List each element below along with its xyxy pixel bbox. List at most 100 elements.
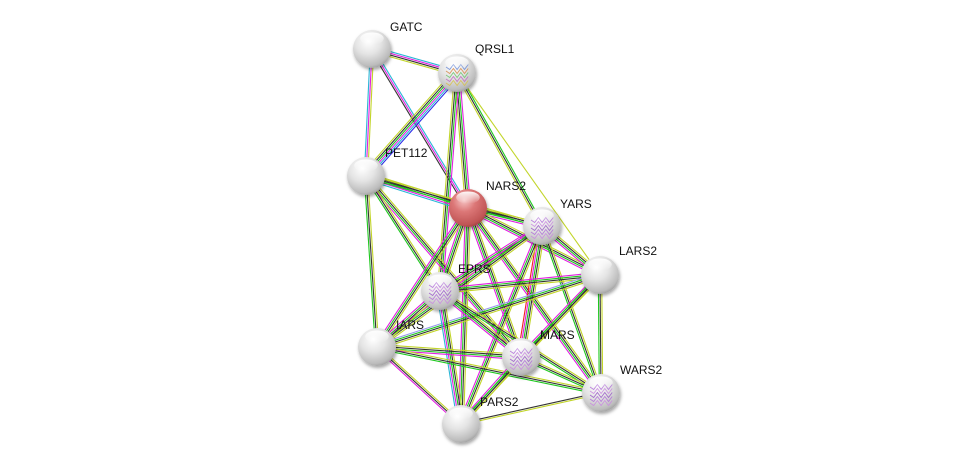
edge-evidence-green bbox=[520, 225, 543, 358]
edge-evidence-magenta bbox=[366, 73, 459, 177]
node-iars[interactable]: IARS bbox=[358, 318, 424, 366]
edge-evidence-yellowgreen bbox=[462, 226, 545, 426]
node-gatc[interactable]: GATC bbox=[353, 20, 423, 68]
edge-evidence-green bbox=[457, 72, 470, 208]
edge-evidence-black bbox=[377, 345, 522, 357]
edge-qrsl1-lars2[interactable] bbox=[456, 72, 601, 276]
node-qrsl1[interactable]: QRSL1 bbox=[438, 42, 515, 92]
edge-evidence-blue bbox=[368, 75, 461, 180]
edge-evidence-green bbox=[440, 73, 459, 292]
bubble-highlight bbox=[588, 258, 612, 271]
edge-evidence-green bbox=[376, 348, 601, 396]
edge-evidence-cyan bbox=[367, 74, 460, 179]
edge-evidence-black bbox=[377, 226, 543, 349]
node-label: QRSL1 bbox=[475, 42, 515, 56]
edge-evidence-black bbox=[599, 274, 602, 394]
edge-evidence-black bbox=[541, 225, 602, 394]
edge-evidence-black bbox=[365, 175, 441, 292]
edge-evidence-magenta bbox=[376, 348, 521, 361]
edge-evidence-magenta bbox=[437, 291, 460, 425]
edge-evidence-cyan bbox=[436, 291, 459, 425]
edge-evidence-yellowgreen bbox=[366, 174, 442, 291]
edge-qrsl1-yars[interactable] bbox=[455, 71, 544, 228]
node-nars2[interactable]: NARS2 bbox=[449, 179, 526, 227]
bubble-highlight bbox=[354, 159, 378, 172]
bubble-highlight bbox=[456, 191, 480, 204]
edge-evidence-green bbox=[364, 72, 457, 176]
edge-pet112-iars[interactable] bbox=[363, 175, 380, 348]
edge-evidence-green bbox=[439, 290, 462, 425]
edge-evidence-magenta bbox=[518, 225, 541, 357]
bubble-highlight bbox=[428, 274, 452, 287]
edge-evidence-green bbox=[376, 273, 600, 347]
node-eprs[interactable]: EPRS bbox=[421, 262, 491, 310]
node-lars2[interactable]: LARS2 bbox=[581, 244, 657, 294]
edge-evidence-magenta bbox=[518, 272, 599, 356]
bubble-highlight bbox=[589, 376, 613, 389]
node-wars2[interactable]: WARS2 bbox=[582, 363, 663, 412]
protein-structure-icon bbox=[445, 63, 469, 87]
node-mars[interactable]: MARS bbox=[502, 328, 575, 376]
node-pet112[interactable]: PET112 bbox=[347, 146, 428, 195]
edge-iars-wars2[interactable] bbox=[376, 344, 602, 396]
edge-yars-mars[interactable] bbox=[517, 225, 546, 358]
edge-evidence-yellowgreen bbox=[367, 49, 375, 177]
protein-structure-icon bbox=[530, 216, 554, 240]
edge-evidence-yellowgreen bbox=[469, 206, 524, 357]
bubble-highlight bbox=[360, 32, 384, 45]
edge-yars-pars2[interactable] bbox=[458, 224, 545, 426]
edge-evidence-black bbox=[461, 226, 544, 425]
edge-evidence-magenta bbox=[375, 347, 461, 426]
edge-lars2-wars2[interactable] bbox=[597, 274, 604, 394]
protein-structure-icon bbox=[428, 281, 452, 305]
node-label: YARS bbox=[560, 197, 592, 211]
edge-evidence-green bbox=[458, 71, 544, 226]
edge-lars2-iars[interactable] bbox=[376, 272, 601, 350]
edge-evidence-magenta bbox=[371, 48, 469, 209]
edge-evidence-black bbox=[438, 72, 457, 291]
node-yars[interactable]: YARS bbox=[523, 197, 592, 245]
edge-evidence-cyan bbox=[372, 47, 470, 208]
edge-evidence-yellowgreen bbox=[377, 344, 602, 392]
edge-evidence-green bbox=[376, 347, 521, 359]
edge-evidence-yellowgreen bbox=[362, 69, 455, 174]
edge-evidence-black bbox=[363, 70, 456, 175]
edge-evidence-magenta bbox=[465, 209, 600, 395]
edge-nars2-iars[interactable] bbox=[374, 206, 471, 349]
node-pars2[interactable]: PARS2 bbox=[442, 395, 519, 443]
node-label: MARS bbox=[540, 328, 575, 342]
edges-layer bbox=[362, 46, 604, 427]
edge-gatc-pet112[interactable] bbox=[363, 48, 375, 177]
edge-qrsl1-pet112[interactable] bbox=[362, 69, 461, 180]
bubble-highlight bbox=[449, 407, 473, 420]
edge-evidence-yellowgreen bbox=[523, 226, 546, 358]
edge-evidence-green bbox=[375, 207, 468, 347]
bubble-highlight bbox=[365, 330, 389, 343]
edge-evidence-black bbox=[460, 391, 601, 424]
edge-evidence-black bbox=[376, 346, 602, 394]
edge-evidence-green bbox=[597, 275, 600, 394]
edge-wars2-pars2[interactable] bbox=[460, 391, 602, 426]
edge-evidence-black bbox=[441, 290, 464, 424]
edge-evidence-red bbox=[517, 225, 540, 357]
edge-lars2-eprs[interactable] bbox=[439, 271, 601, 295]
node-label: NARS2 bbox=[486, 179, 526, 193]
edge-evidence-yellowgreen bbox=[469, 206, 604, 392]
edge-evidence-black bbox=[377, 275, 601, 349]
edge-evidence-magenta bbox=[363, 177, 520, 360]
edge-evidence-black bbox=[456, 72, 543, 227]
edge-evidence-black bbox=[468, 207, 603, 393]
edge-evidence-black bbox=[440, 275, 601, 293]
node-label: LARS2 bbox=[619, 244, 657, 258]
edge-eprs-pars2[interactable] bbox=[436, 290, 465, 425]
edge-evidence-magenta bbox=[374, 206, 467, 346]
edge-iars-mars[interactable] bbox=[376, 343, 522, 361]
edge-evidence-yellowgreen bbox=[442, 290, 465, 424]
edge-nars2-wars2[interactable] bbox=[465, 206, 604, 395]
edge-evidence-magenta bbox=[441, 73, 461, 292]
edge-evidence-yellowgreen bbox=[461, 393, 602, 426]
edge-evidence-black bbox=[377, 208, 470, 348]
edge-evidence-magenta bbox=[458, 72, 472, 208]
